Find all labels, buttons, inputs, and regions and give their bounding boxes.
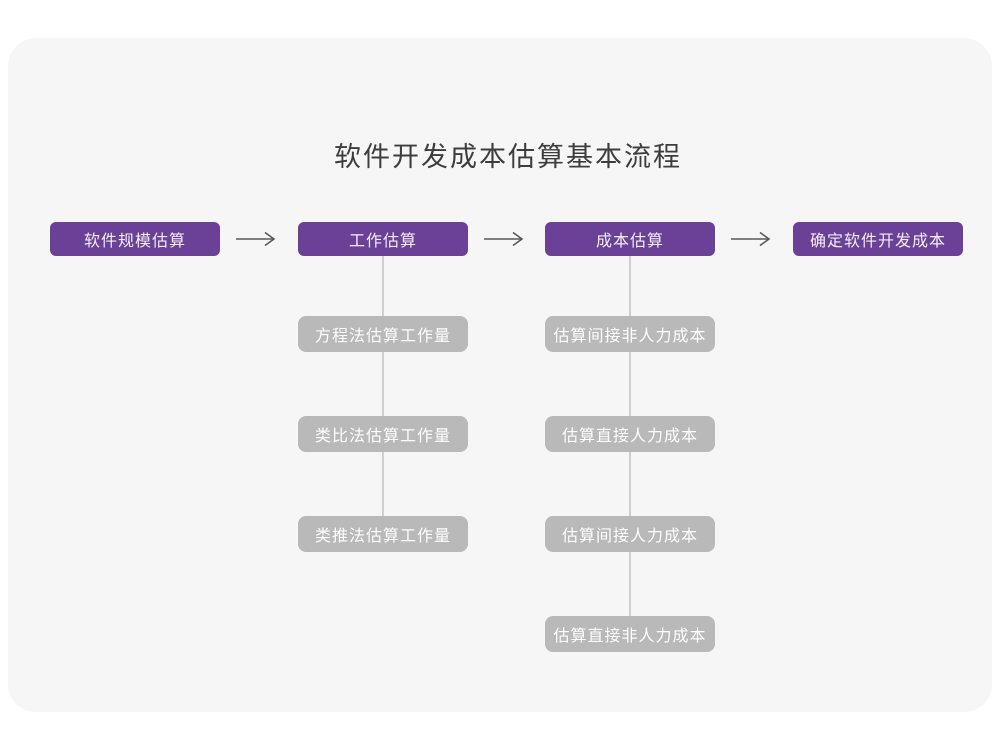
flow-node-cost-estimation: 成本估算 [545, 222, 715, 256]
flow-node-work-estimation: 工作估算 [298, 222, 468, 256]
sub-node-direct-non-labor-cost: 估算直接非人力成本 [545, 616, 715, 652]
sub-node-extrapolation-method: 类推法估算工作量 [298, 516, 468, 552]
flow-node-software-scale-estimation: 软件规模估算 [50, 222, 220, 256]
diagram-card: 软件开发成本估算基本流程 软件规模估算 工作估算 成本估算 确定软件开发成本 方… [8, 38, 992, 712]
sub-node-indirect-labor-cost: 估算间接人力成本 [545, 516, 715, 552]
sub-node-equation-method: 方程法估算工作量 [298, 316, 468, 352]
connector-line-work [382, 256, 384, 518]
flow-arrow-icon [484, 231, 524, 247]
sub-node-analogy-method: 类比法估算工作量 [298, 416, 468, 452]
flow-arrow-icon [731, 231, 771, 247]
flow-arrow-icon [236, 231, 276, 247]
flow-node-determine-development-cost: 确定软件开发成本 [793, 222, 963, 256]
sub-node-indirect-non-labor-cost: 估算间接非人力成本 [545, 316, 715, 352]
diagram-title: 软件开发成本估算基本流程 [334, 142, 682, 172]
sub-node-direct-labor-cost: 估算直接人力成本 [545, 416, 715, 452]
